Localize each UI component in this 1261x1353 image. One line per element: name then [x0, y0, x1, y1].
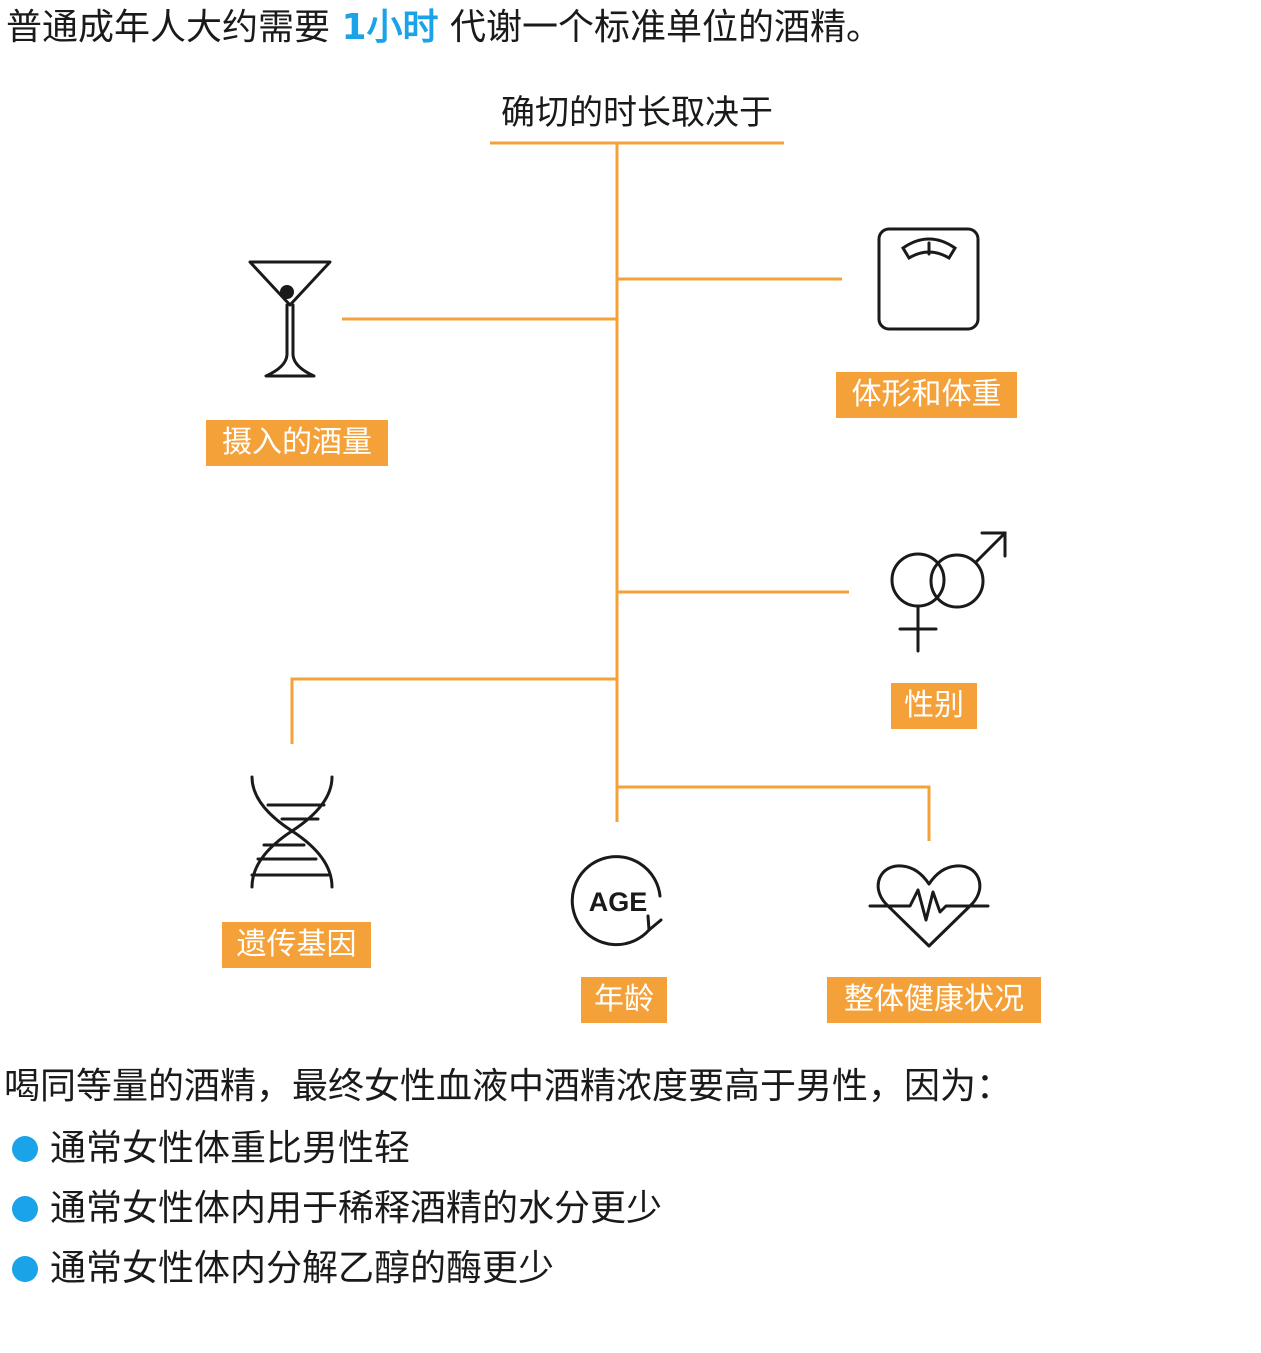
age-cycle-icon: AGE [570, 855, 663, 947]
martini-glass-icon [248, 260, 332, 378]
factor-label-health: 整体健康状况 [827, 977, 1041, 1023]
headline-highlight: 1小时 [341, 7, 439, 48]
factor-label-age: 年龄 [581, 977, 667, 1023]
branch-genetics [290, 677, 617, 744]
bullet-text: 通常女性体内分解乙醇的酶更少 [50, 1248, 555, 1289]
age-icon-text: AGE [589, 887, 648, 917]
heartbeat-icon [868, 864, 990, 948]
explanation-intro: 喝同等量的酒精，最终女性血液中酒精浓度要高于男性，因为： [4, 1066, 1013, 1107]
diagram-title: 确切的时长取决于 [501, 93, 773, 133]
factor-label-body-weight: 体形和体重 [836, 372, 1017, 418]
factor-label-gender: 性别 [891, 683, 977, 729]
headline: 普通成年人大约需要 1小时 代谢一个标准单位的酒精。 [6, 4, 882, 52]
gender-symbols-icon [890, 531, 1007, 653]
bullet-text: 通常女性体重比男性轻 [50, 1128, 411, 1169]
bullet-text: 通常女性体内用于稀释酒精的水分更少 [50, 1188, 663, 1229]
bullet-dot-icon [12, 1256, 38, 1282]
list-item: 通常女性体重比男性轻 [0, 1124, 662, 1184]
list-item: 通常女性体内分解乙醇的酶更少 [0, 1244, 662, 1304]
bathroom-scale-icon [877, 227, 980, 331]
factor-label-genetics: 遗传基因 [222, 922, 371, 968]
bullet-dot-icon [12, 1136, 38, 1162]
headline-suffix: 代谢一个标准单位的酒精。 [438, 7, 882, 48]
dna-helix-icon [250, 775, 334, 889]
explanation-bullet-list: 通常女性体重比男性轻 通常女性体内用于稀释酒精的水分更少 通常女性体内分解乙醇的… [0, 1124, 662, 1304]
bullet-dot-icon [12, 1196, 38, 1222]
list-item: 通常女性体内用于稀释酒精的水分更少 [0, 1184, 662, 1244]
headline-prefix: 普通成年人大约需要 [6, 7, 342, 48]
factor-label-alcohol-amount: 摄入的酒量 [206, 420, 388, 466]
branch-health [617, 785, 931, 841]
